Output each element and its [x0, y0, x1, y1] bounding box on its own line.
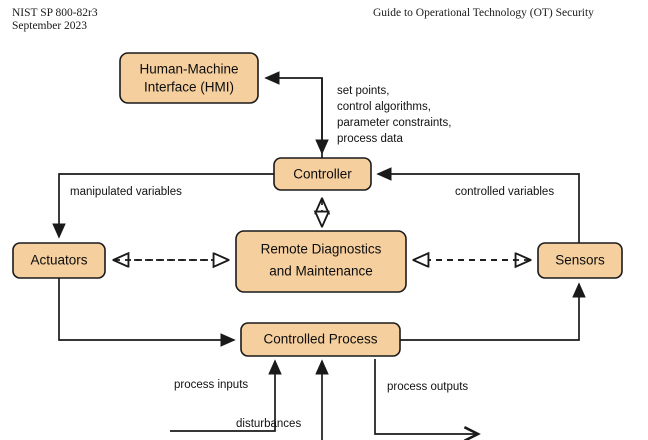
edge-sensors-to-controller [376, 167, 580, 243]
edge-actuators-to-process [58, 278, 236, 347]
node-controlled-process-label: Controlled Process [263, 332, 377, 347]
annotation-setpoints: set points, control algorithms, paramete… [337, 85, 451, 145]
node-hmi[interactable]: Human-Machine Interface (HMI) [119, 52, 259, 104]
edge-controller-to-hmi [264, 71, 323, 158]
node-remote-label-line2: and Maintenance [269, 264, 373, 279]
annotation-manipulated-variables: manipulated variables [70, 186, 182, 198]
annotation-setpoints-line1: set points, [337, 85, 389, 97]
node-controller-box[interactable] [273, 157, 372, 191]
annotation-controlled-variables: controlled variables [455, 186, 554, 198]
annotation-setpoints-line4: process data [337, 133, 403, 145]
node-sensors-box[interactable] [537, 242, 623, 279]
header-document-id: NIST SP 800-82r3 [12, 7, 98, 19]
node-remote-diagnostics-box[interactable] [235, 230, 407, 293]
node-actuators[interactable]: Actuators [12, 242, 106, 279]
node-remote-label-line1: Remote Diagnostics [261, 242, 382, 257]
node-hmi-label-line1: Human-Machine [139, 62, 238, 77]
annotation-process-inputs: process inputs [174, 379, 248, 391]
annotation-process-outputs: process outputs [387, 381, 468, 393]
ot-control-loop-diagram: Human-Machine Interface (HMI) Controller… [0, 36, 648, 440]
node-controller[interactable]: Controller [273, 157, 372, 191]
node-actuators-label: Actuators [30, 253, 87, 268]
header-title: Guide to Operational Technology (OT) Sec… [373, 7, 594, 19]
node-remote-diagnostics[interactable]: Remote Diagnostics and Maintenance [235, 230, 407, 293]
node-hmi-box[interactable] [119, 52, 259, 104]
node-hmi-label-line2: Interface (HMI) [144, 80, 234, 95]
edge-process-inputs [170, 359, 282, 432]
node-sensors-label: Sensors [555, 253, 605, 268]
node-controller-label: Controller [293, 167, 352, 182]
header-date: September 2023 [12, 20, 88, 32]
node-controlled-process[interactable]: Controlled Process [240, 322, 401, 357]
node-actuators-box[interactable] [12, 242, 106, 279]
annotation-disturbances: disturbances [236, 418, 301, 430]
edge-controller-to-actuators [52, 173, 274, 239]
annotation-setpoints-line2: control algorithms, [337, 101, 431, 113]
annotation-setpoints-line3: parameter constraints, [337, 117, 451, 129]
edge-process-outputs [374, 359, 481, 440]
edge-process-to-sensors [400, 282, 586, 341]
node-sensors[interactable]: Sensors [537, 242, 623, 279]
node-controlled-process-box[interactable] [240, 322, 401, 357]
